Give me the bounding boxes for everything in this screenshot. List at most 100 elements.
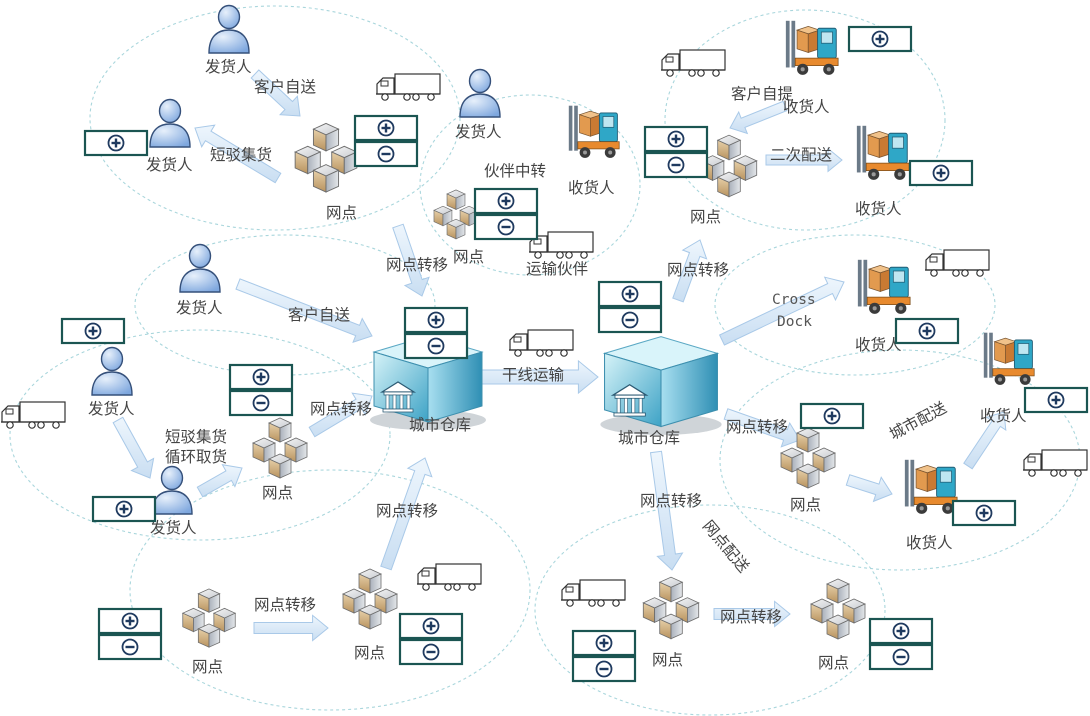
forklift-icon [904, 459, 958, 515]
flow-arrow [194, 124, 282, 184]
shipper-label: 发货人 [176, 299, 223, 317]
box-stack-icon [701, 135, 756, 197]
outlet-label: 网点 [818, 654, 849, 672]
expand-button[interactable] [403, 306, 469, 334]
flow-arrow [718, 276, 845, 346]
forklift-icon [983, 332, 1035, 386]
cloud-top-left [89, 5, 461, 231]
box-stack-icon [434, 190, 478, 239]
flow-arrow [672, 239, 708, 303]
outlet-label: 网点 [192, 658, 223, 676]
collapse-button[interactable] [403, 332, 469, 360]
expand-button[interactable] [1023, 386, 1089, 414]
flow-label-outlet-delivery: 网点配送 [699, 517, 753, 576]
truck-icon [0, 401, 66, 429]
truck-icon [1022, 449, 1088, 477]
expand-button[interactable] [473, 187, 539, 215]
collapse-button[interactable] [597, 306, 663, 334]
outlet-label: 网点 [453, 248, 484, 266]
flow-arrow [392, 223, 430, 297]
expand-button[interactable] [894, 317, 960, 345]
expand-button[interactable] [97, 607, 163, 635]
flow-label-short-haul: 短驳集货 [210, 146, 272, 164]
outlet-label: 网点 [652, 651, 683, 669]
outlet-label: 网点 [690, 208, 721, 226]
outlet-label: 网点 [790, 496, 821, 514]
collapse-button[interactable] [868, 643, 934, 671]
flow-label-customer-dropoff: 客户自送 [254, 78, 317, 96]
collapse-button[interactable] [97, 633, 163, 661]
outlet-label: 网点 [262, 484, 293, 502]
box-stack-icon [643, 577, 698, 639]
flow-label-short-haul: 短驳集货 [165, 428, 227, 446]
flow-label-secondary-delivery: 二次配送 [770, 146, 833, 164]
person-icon [179, 243, 221, 293]
person-icon [208, 4, 250, 54]
flow-arrow [765, 147, 843, 173]
flow-label-outlet-transfer: 网点转移 [667, 261, 729, 279]
city-warehouse-label: 城市仓库 [409, 416, 471, 434]
diagram-labels: 发货人 客户自送 发货人 短驳集货 网点 发货人 伙伴中转 收货人 网点 运输伙… [88, 58, 1027, 676]
forklift-icon [857, 259, 911, 315]
expand-button[interactable] [398, 612, 464, 640]
flow-label-customer-dropoff: 客户自送 [288, 306, 351, 324]
flow-arrow [235, 278, 373, 344]
expand-button[interactable] [60, 317, 126, 345]
flow-arrow [196, 464, 243, 498]
expand-button[interactable] [951, 499, 1017, 527]
flow-label-trunk-line: 干线运输 [502, 366, 565, 384]
collapse-button[interactable] [353, 140, 419, 168]
flow-label-outlet-transfer: 网点转移 [386, 256, 448, 274]
flow-arrow [308, 392, 373, 438]
flow-label-city-delivery: 城市配送 [886, 398, 950, 443]
expand-button[interactable] [868, 617, 934, 645]
expand-button[interactable] [228, 363, 294, 391]
flow-label-outlet-transfer: 网点转移 [376, 502, 438, 520]
flow-label-milk-run: 循环取货 [165, 448, 227, 466]
outlet-label: 网点 [326, 204, 357, 222]
cloud-right-middle [714, 234, 996, 376]
expand-button[interactable] [353, 114, 419, 142]
flow-label-outlet-transfer: 网点转移 [720, 608, 782, 626]
flow-label-outlet-transfer: 网点转移 [726, 418, 788, 436]
outlet-label: 网点 [354, 644, 385, 662]
collapse-button[interactable] [643, 151, 709, 179]
box-stack-icon [295, 123, 357, 192]
expand-button[interactable] [643, 125, 709, 153]
box-stack-icon [253, 418, 307, 478]
expand-button[interactable] [91, 495, 157, 523]
flow-arrow [713, 600, 791, 628]
flow-label-cross-dock: Dock [777, 314, 812, 330]
cloud-left-middle [134, 234, 436, 376]
collapse-button[interactable] [473, 213, 539, 241]
truck-icon [560, 579, 626, 607]
truck-icon [528, 231, 594, 259]
shipper-label: 发货人 [455, 123, 502, 141]
cloud-bottom-left [129, 469, 531, 711]
transport-partner-label: 运输伙伴 [526, 260, 588, 278]
forklift-icon [856, 125, 910, 181]
collapse-button[interactable] [571, 655, 637, 683]
flow-arrow [963, 411, 1007, 470]
flow-arrow [729, 100, 788, 135]
person-icon [91, 346, 133, 396]
expand-button[interactable] [847, 25, 913, 53]
flow-arrow [649, 450, 684, 571]
box-stack-icon [183, 589, 235, 647]
person-icon [151, 465, 193, 515]
flow-arrow [250, 69, 301, 117]
collapse-button[interactable] [398, 638, 464, 666]
expand-button[interactable] [908, 159, 974, 187]
receiver-label: 收货人 [783, 98, 830, 116]
receiver-label: 收货人 [568, 179, 615, 197]
expand-button[interactable] [597, 280, 663, 308]
expand-button[interactable] [571, 629, 637, 657]
collapse-button[interactable] [228, 389, 294, 417]
expand-button[interactable] [799, 402, 865, 430]
receiver-label: 收货人 [855, 336, 902, 354]
expand-button[interactable] [83, 129, 149, 157]
shipper-label: 发货人 [146, 156, 193, 174]
truck-icon [660, 49, 726, 77]
shipper-label: 发货人 [150, 519, 197, 537]
